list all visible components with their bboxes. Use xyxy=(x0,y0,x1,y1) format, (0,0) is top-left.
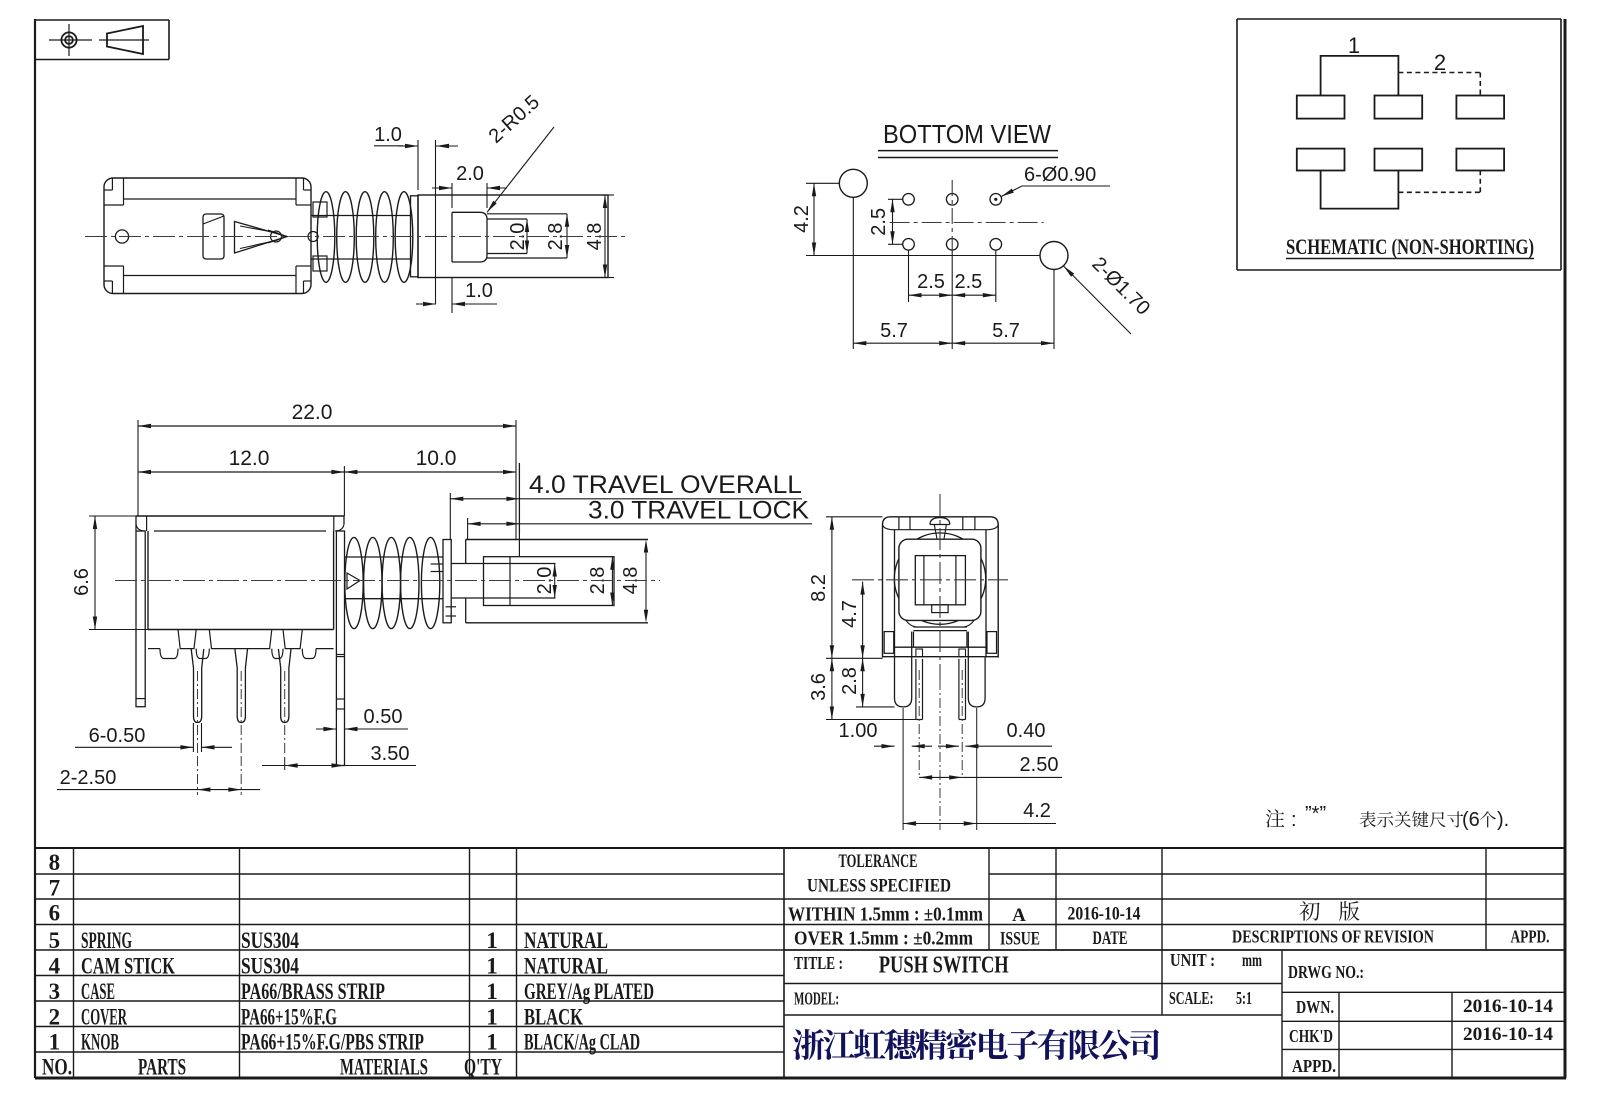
svg-text:1: 1 xyxy=(1348,33,1360,58)
svg-text:Q'TY: Q'TY xyxy=(464,1055,502,1080)
svg-text:8: 8 xyxy=(49,850,61,875)
svg-text:3.6: 3.6 xyxy=(808,673,830,701)
svg-text:DESCRIPTIONS OF REVISION: DESCRIPTIONS OF REVISION xyxy=(1232,927,1434,947)
svg-text:4.2: 4.2 xyxy=(1023,800,1051,822)
svg-text:GREY/Ag PLATED: GREY/Ag PLATED xyxy=(524,979,654,1004)
svg-text:CHK'D: CHK'D xyxy=(1289,1026,1333,1046)
svg-text:0.40: 0.40 xyxy=(1007,720,1046,742)
svg-text:3.0 TRAVEL LOCK: 3.0 TRAVEL LOCK xyxy=(588,497,809,525)
svg-text:6.6: 6.6 xyxy=(71,568,93,596)
svg-text:1: 1 xyxy=(486,928,498,953)
svg-text:SPRING: SPRING xyxy=(81,928,132,953)
svg-text:1: 1 xyxy=(49,1030,61,1055)
svg-text:7: 7 xyxy=(49,876,61,901)
svg-text:4: 4 xyxy=(49,954,61,979)
svg-text:(6: (6 xyxy=(1462,809,1480,831)
svg-text:1.0: 1.0 xyxy=(465,280,493,302)
svg-text:CAM STICK: CAM STICK xyxy=(81,954,175,979)
svg-text:5: 5 xyxy=(49,928,61,953)
svg-text:2.8: 2.8 xyxy=(839,667,861,695)
svg-text:SCHEMATIC (NON-SHORTING): SCHEMATIC (NON-SHORTING) xyxy=(1286,234,1534,259)
svg-text:2: 2 xyxy=(1434,50,1446,75)
svg-text:1: 1 xyxy=(486,954,498,979)
svg-text:WITHIN 1.5mm : ±0.1mm: WITHIN 1.5mm : ±0.1mm xyxy=(788,905,983,926)
svg-text:DATE: DATE xyxy=(1093,928,1128,949)
svg-text:8.2: 8.2 xyxy=(808,574,830,602)
svg-text:DWN.: DWN. xyxy=(1296,997,1334,1017)
svg-text:22.0: 22.0 xyxy=(292,401,333,424)
svg-text:APPD.: APPD. xyxy=(1511,927,1550,947)
svg-text:BLACK/Ag CLAD: BLACK/Ag CLAD xyxy=(524,1030,640,1055)
svg-text:”*”: ”*” xyxy=(1305,803,1326,825)
svg-text:SCALE:: SCALE: xyxy=(1169,988,1214,1008)
svg-text:OVER 1.5mm : ±0.2mm: OVER 1.5mm : ±0.2mm xyxy=(794,929,973,950)
svg-text:A: A xyxy=(1012,905,1026,926)
svg-text:2.0: 2.0 xyxy=(507,223,529,251)
svg-text:TOLERANCE: TOLERANCE xyxy=(839,851,918,872)
svg-text:5.7: 5.7 xyxy=(992,320,1020,342)
svg-text:2: 2 xyxy=(49,1005,61,1030)
svg-text:PARTS: PARTS xyxy=(138,1055,186,1080)
svg-text:2.50: 2.50 xyxy=(1020,754,1059,776)
svg-text:COVER: COVER xyxy=(81,1005,127,1030)
svg-text:4.7: 4.7 xyxy=(839,600,861,628)
svg-text:PA66/BRASS STRIP: PA66/BRASS STRIP xyxy=(241,979,385,1004)
svg-text:6-0.50: 6-0.50 xyxy=(89,725,146,747)
svg-text::: : xyxy=(1291,809,1297,831)
svg-text:NATURAL: NATURAL xyxy=(524,954,608,979)
svg-text:1.00: 1.00 xyxy=(839,720,878,742)
svg-text:NATURAL: NATURAL xyxy=(524,928,608,953)
svg-text:KNOB: KNOB xyxy=(81,1030,119,1055)
svg-text:5:1: 5:1 xyxy=(1236,988,1252,1008)
svg-text:4.2: 4.2 xyxy=(791,205,813,233)
svg-text:1: 1 xyxy=(486,979,498,1004)
svg-text:TITLE :: TITLE : xyxy=(794,953,843,973)
svg-text:1.0: 1.0 xyxy=(374,124,402,146)
svg-text:2.5: 2.5 xyxy=(955,271,983,293)
svg-text:MODEL:: MODEL: xyxy=(794,989,839,1009)
svg-text:DRWG NO.:: DRWG NO.: xyxy=(1288,962,1364,982)
svg-text:12.0: 12.0 xyxy=(229,447,270,470)
svg-text:2016-10-14: 2016-10-14 xyxy=(1463,997,1553,1017)
svg-text:PA66+15%F.G/PBS STRIP: PA66+15%F.G/PBS STRIP xyxy=(241,1030,424,1055)
svg-text:BLACK: BLACK xyxy=(524,1005,583,1030)
svg-text:PUSH SWITCH: PUSH SWITCH xyxy=(879,953,1009,979)
svg-text:2-2.50: 2-2.50 xyxy=(60,767,117,789)
svg-text:3: 3 xyxy=(49,979,61,1004)
svg-text:MATERIALS: MATERIALS xyxy=(340,1055,428,1080)
svg-text:4.0 TRAVEL OVERALL: 4.0 TRAVEL OVERALL xyxy=(529,471,802,499)
svg-text:APPD.: APPD. xyxy=(1292,1056,1336,1076)
svg-text:2016-10-14: 2016-10-14 xyxy=(1463,1025,1553,1045)
svg-text:SUS304: SUS304 xyxy=(241,928,299,953)
svg-text:SUS304: SUS304 xyxy=(241,954,299,979)
svg-text:6: 6 xyxy=(49,901,61,926)
svg-text:0.50: 0.50 xyxy=(364,706,403,728)
svg-text:ISSUE: ISSUE xyxy=(1000,929,1040,950)
svg-text:6-Ø0.90: 6-Ø0.90 xyxy=(1024,164,1096,186)
svg-text:NO.: NO. xyxy=(42,1055,72,1080)
svg-text:BOTTOM VIEW: BOTTOM VIEW xyxy=(883,119,1051,149)
svg-text:5.7: 5.7 xyxy=(880,320,908,342)
svg-text:2.5: 2.5 xyxy=(868,208,890,236)
svg-text:10.0: 10.0 xyxy=(416,447,457,470)
svg-text:).: ). xyxy=(1497,809,1509,831)
svg-text:UNIT :: UNIT : xyxy=(1170,950,1215,970)
svg-text:2.0: 2.0 xyxy=(456,163,484,185)
svg-text:PA66+15%F.G: PA66+15%F.G xyxy=(241,1005,337,1030)
svg-text:2016-10-14: 2016-10-14 xyxy=(1068,905,1141,925)
svg-text:1: 1 xyxy=(486,1030,498,1055)
svg-text:2.5: 2.5 xyxy=(917,271,945,293)
svg-text:3.50: 3.50 xyxy=(371,743,410,765)
svg-text:1: 1 xyxy=(486,1005,498,1030)
svg-text:CASE: CASE xyxy=(81,979,115,1004)
svg-text:UNLESS SPECIFIED: UNLESS SPECIFIED xyxy=(807,876,951,897)
svg-text:mm: mm xyxy=(1242,950,1262,970)
